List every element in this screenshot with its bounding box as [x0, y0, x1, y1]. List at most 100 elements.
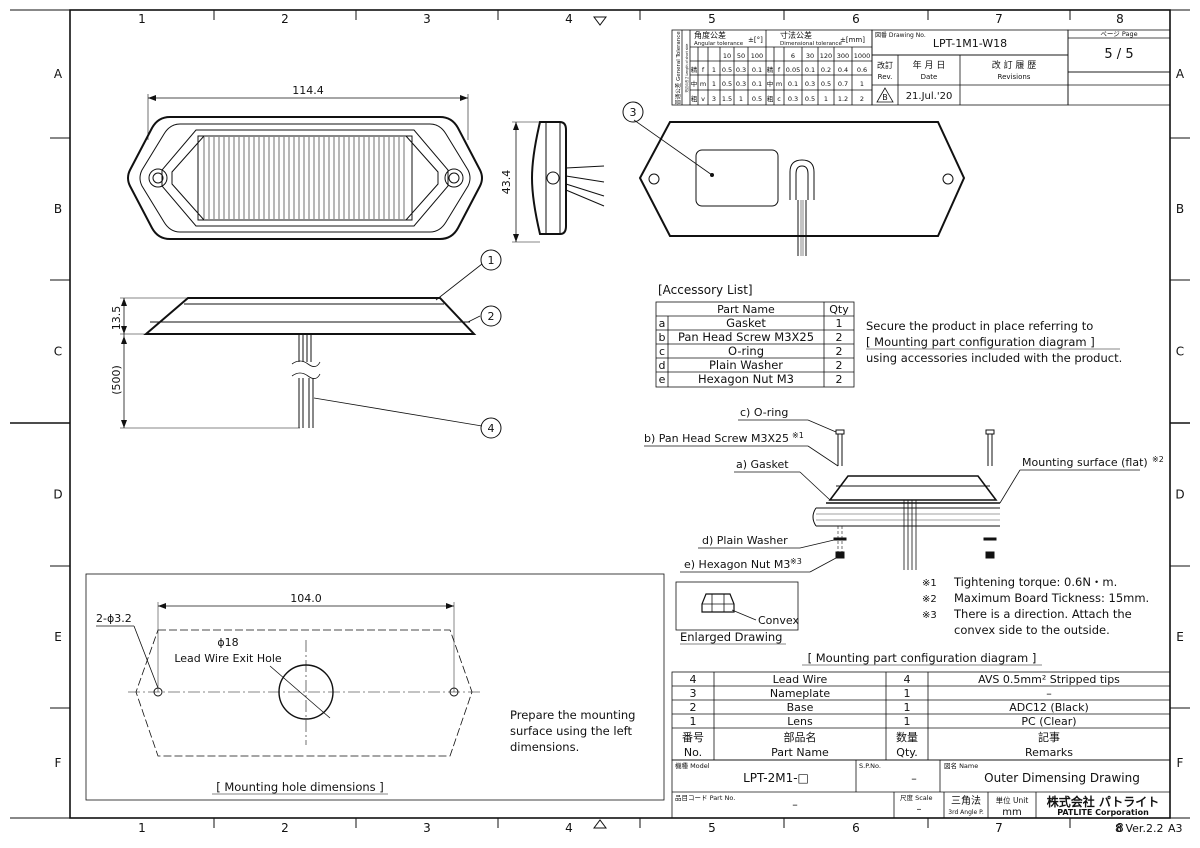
tolerance-block: [671, 29, 873, 106]
tol-ang-value: 1: [712, 80, 716, 88]
col-label-top: 4: [565, 12, 573, 26]
rev-triangle: [876, 87, 894, 103]
accessory-qty: 2: [836, 373, 843, 386]
part-no-label: 品目コード Part No.: [675, 794, 735, 802]
row-label-left: D: [53, 488, 62, 502]
row-label-right: A: [1176, 67, 1185, 81]
tol-class: m: [776, 80, 782, 88]
parts-table: [671, 671, 1171, 819]
parts-head-no-en: No.: [684, 746, 702, 759]
dim-head: 1000: [854, 52, 871, 60]
note-text: convex side to the outside.: [954, 623, 1110, 637]
tol-grade: 粗: [691, 94, 698, 103]
parts-head-name-en: Part Name: [771, 746, 829, 759]
label-screw-mark: ※1: [792, 431, 804, 440]
accessory-qty: 2: [836, 331, 843, 344]
rev-label-en: Rev.: [878, 73, 893, 81]
tol-class: m: [700, 80, 706, 88]
company-en: PATLITE Corporation: [1057, 808, 1149, 817]
date-label-en: Date: [921, 73, 938, 81]
col-label-bottom: 1: [138, 821, 146, 835]
part-qty: 1: [904, 687, 911, 700]
dim-hole-span: 104.0: [290, 592, 322, 605]
tol-dim-value: 0.3: [788, 95, 798, 103]
dim-height: 43.4: [500, 170, 513, 195]
row-label-right: E: [1176, 630, 1184, 644]
side-view: [512, 121, 605, 243]
part-name: Lens: [787, 715, 813, 728]
center-arrow-top: [593, 16, 607, 26]
tol-grade: 中: [691, 79, 698, 88]
accessory-id: d: [659, 359, 666, 372]
prepare-line-1: Prepare the mounting: [510, 708, 635, 722]
parts-head-qty-jp: 数量: [896, 731, 918, 744]
secure-note-2: [ Mounting part configuration diagram ]: [866, 335, 1095, 349]
tol-dim-value: 0.05: [786, 66, 800, 74]
tol-ang-value: 0.1: [752, 66, 762, 74]
accessory-table: [655, 301, 855, 388]
tol-dim-value: 1: [860, 80, 864, 88]
part-name: Lead Wire: [773, 673, 828, 686]
rev-mark: B: [882, 93, 888, 102]
parts-head-no-jp: 番号: [682, 731, 704, 744]
row-label-right: C: [1176, 345, 1184, 359]
tol-dim-value: 0.7: [838, 80, 848, 88]
part-no: 1: [690, 715, 697, 728]
general-tol-label: 普通公差 General Tolerance: [674, 31, 682, 105]
balloon-2-label: 2: [488, 310, 495, 323]
sp-value: –: [911, 772, 917, 785]
accessory-id: e: [659, 373, 666, 386]
row-label-right: F: [1177, 756, 1184, 770]
ang-head: 50: [737, 52, 745, 60]
accessory-head-qty: Qty: [829, 303, 849, 316]
part-remarks: AVS 0.5mm² Stripped tips: [978, 673, 1120, 686]
date-label-jp: 年 月 日: [913, 59, 946, 71]
part-no: 4: [690, 673, 697, 686]
part-no-value: –: [792, 798, 798, 811]
accessory-id: a: [659, 317, 666, 330]
accessory-head-name: Part Name: [717, 303, 775, 316]
profile-view: [120, 297, 477, 429]
part-qty: 4: [904, 673, 911, 686]
dim-exit-label: Lead Wire Exit Hole: [174, 652, 282, 665]
back-view: [638, 121, 966, 256]
label-convex: Convex: [758, 614, 799, 627]
accessory-name: O-ring: [728, 344, 764, 358]
page-number: 5 / 5: [1104, 47, 1133, 62]
dimensional-tol-jp: 寸法公差: [780, 30, 812, 40]
col-label-top: 8: [1116, 12, 1124, 26]
ang-head: 100: [751, 52, 763, 60]
unit-label: 単位 Unit: [996, 795, 1029, 805]
rev-date: 21.Jul.'20: [906, 91, 953, 102]
angular-tol-unit: ±[°]: [748, 36, 763, 44]
tol-grade: 粗: [767, 94, 774, 103]
ang-head: 10: [723, 52, 731, 60]
drawing-no-block: [871, 29, 1171, 106]
part-remarks: PC (Clear): [1021, 715, 1076, 728]
part-name: Base: [787, 701, 814, 714]
balloon-4-label: 4: [488, 422, 495, 435]
label-enlarged: Enlarged Drawing: [680, 630, 782, 644]
col-label-top: 3: [423, 12, 431, 26]
tol-dim-value: 1.2: [838, 95, 848, 103]
parts-head-name-jp: 部品名: [784, 730, 817, 744]
accessory-title: [Accessory List]: [658, 283, 753, 297]
dimensional-tol-en: Dimensional tolerance: [780, 41, 842, 47]
dim-head: 120: [820, 52, 832, 60]
angle-en: 3rd Angle P.: [948, 809, 984, 816]
drawing-no-label: 図番 Drawing No.: [875, 32, 926, 39]
tol-ang-value: 0.1: [752, 80, 762, 88]
label-nut-mark: ※3: [790, 557, 802, 566]
tol-class: c: [777, 95, 781, 103]
tol-grade: 精: [767, 65, 774, 74]
col-label-bottom: 8: [1116, 821, 1124, 835]
row-label-left: B: [54, 202, 62, 216]
mounting-diagram: [812, 429, 1000, 570]
company-jp: 株式会社 パトライト: [1047, 794, 1160, 809]
part-no: 3: [690, 687, 697, 700]
col-label-bottom: 3: [423, 821, 431, 835]
row-label-right: D: [1175, 488, 1184, 502]
